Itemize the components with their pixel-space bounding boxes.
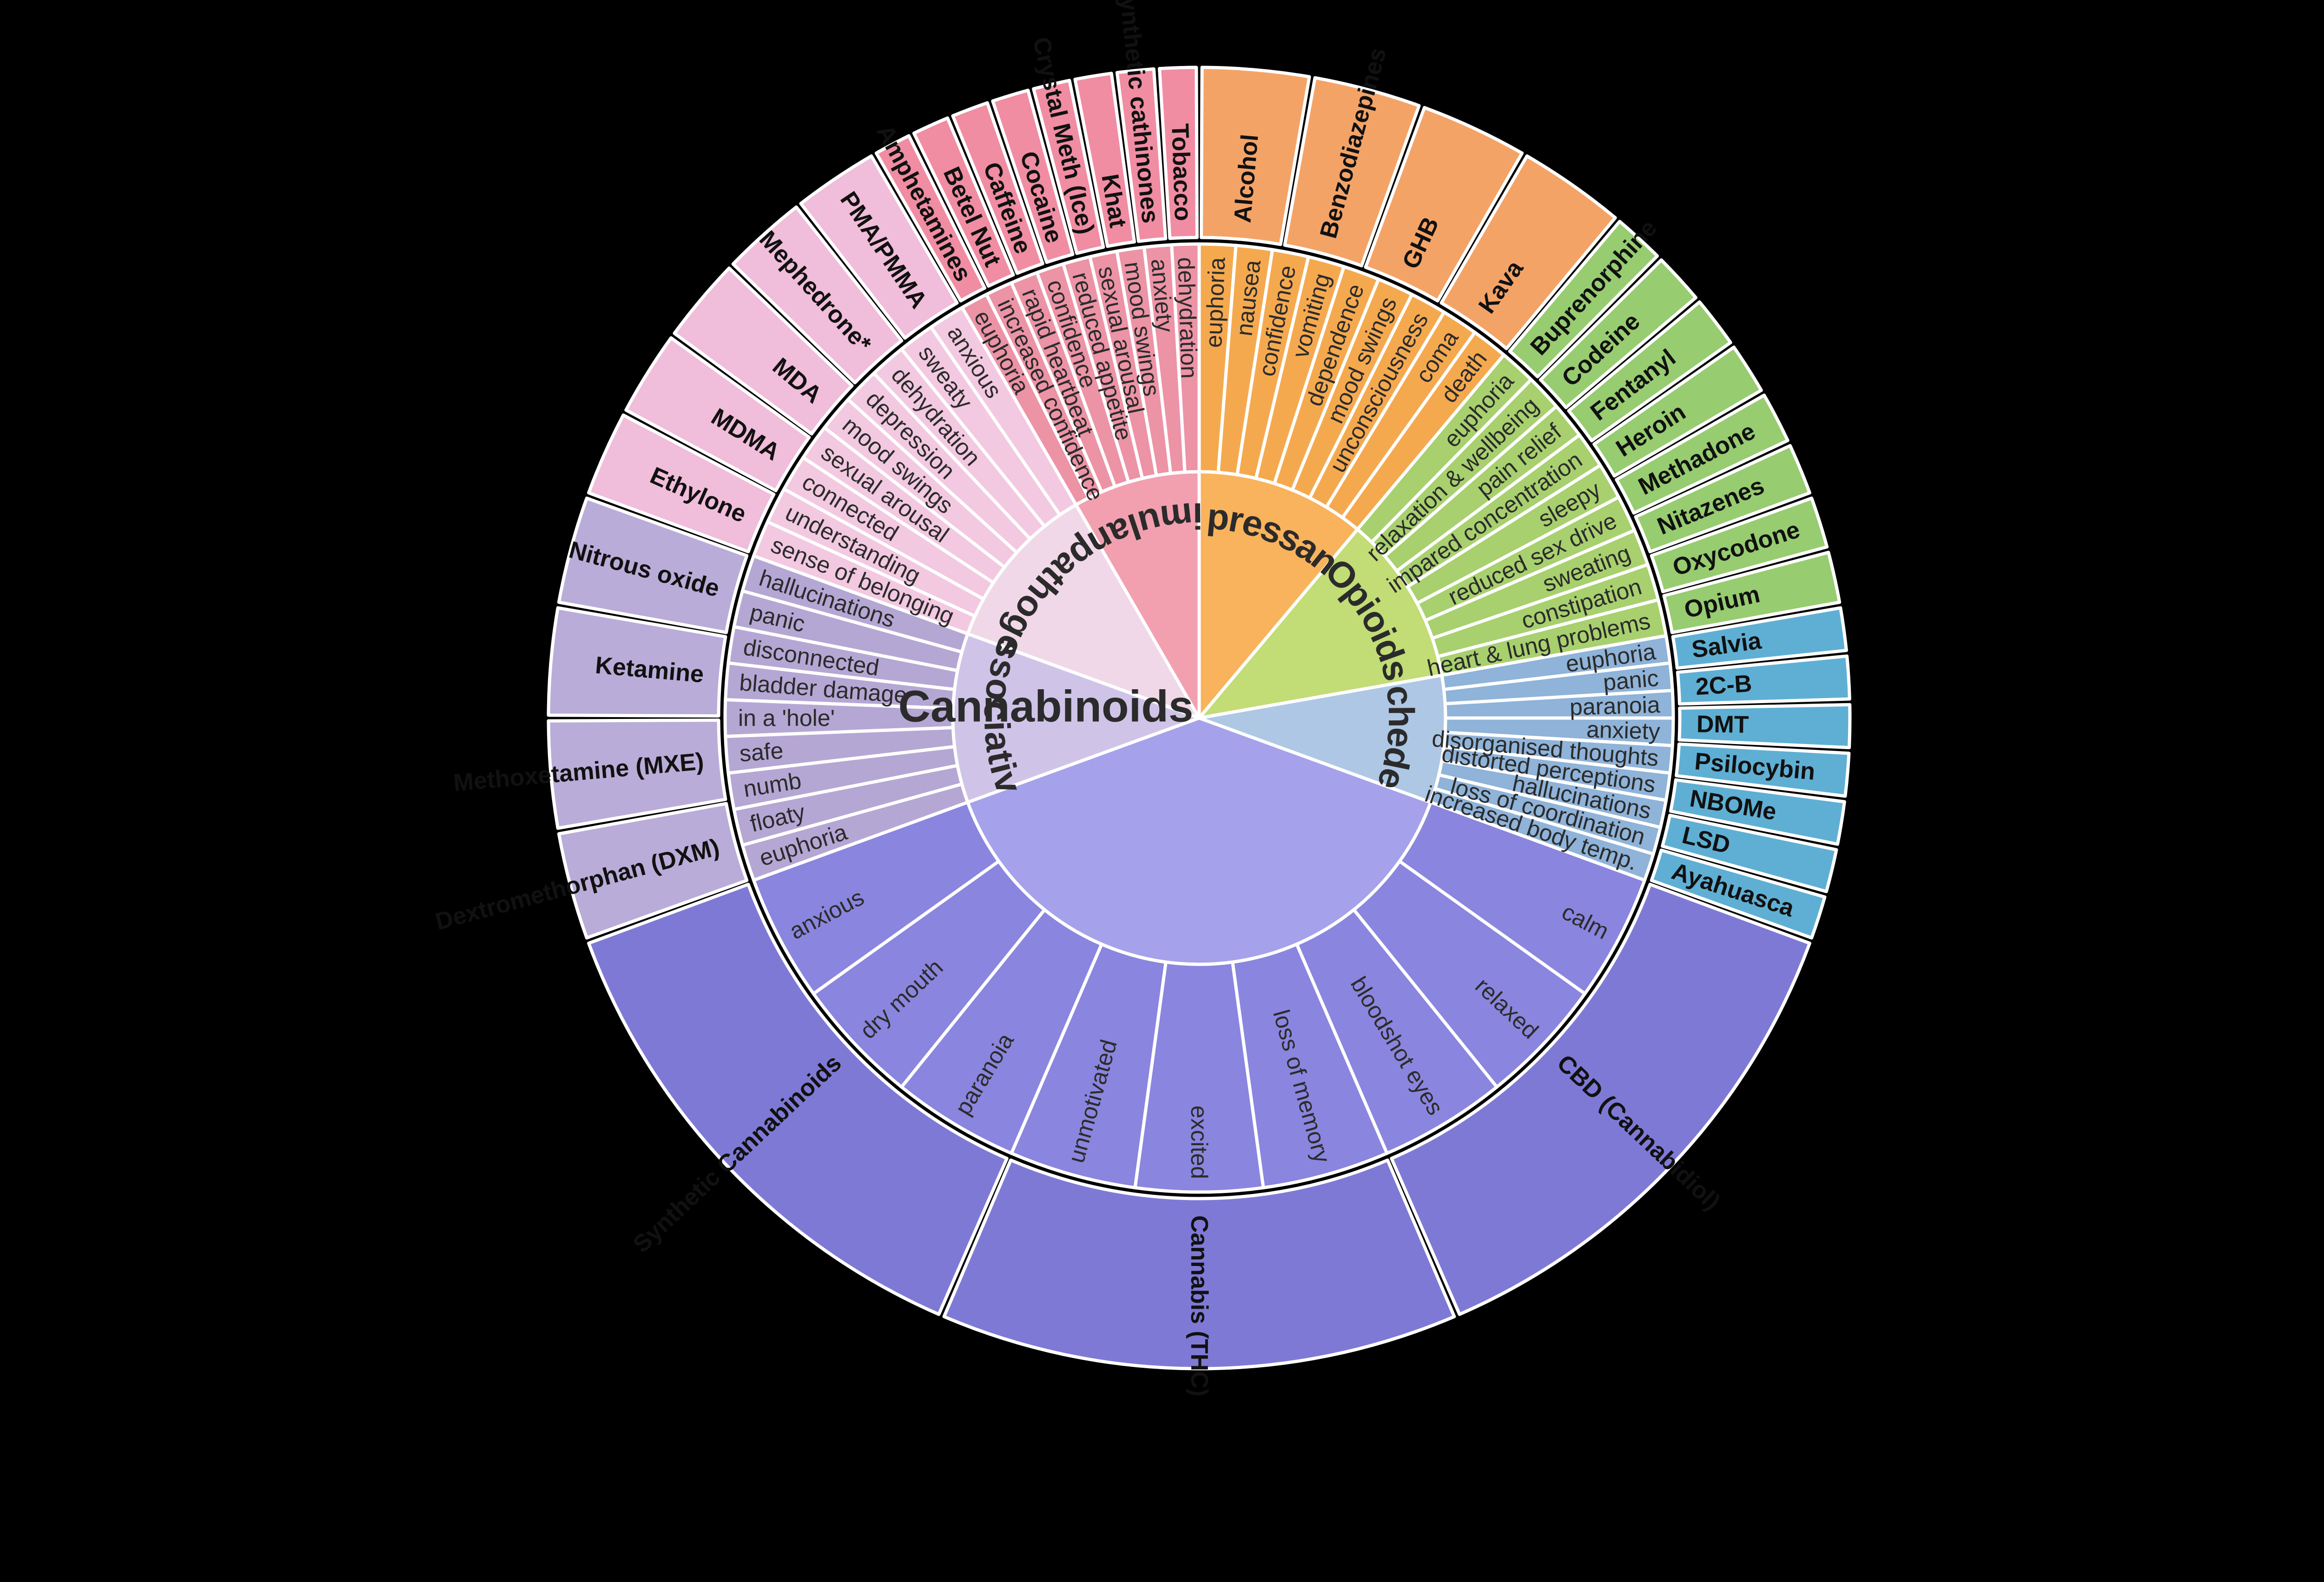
effect-label-psychedelics-3: anxiety bbox=[1586, 716, 1660, 745]
drug-label-cannabinoids-1: Cannabis (THC) bbox=[1186, 1215, 1213, 1397]
drug-wedge-psychedelics-1[interactable] bbox=[1676, 654, 1851, 706]
drug-wedge-depressants-2[interactable] bbox=[1364, 106, 1524, 303]
effect-label-depressants-0: euphoria bbox=[1201, 257, 1230, 348]
drug-wedge-empathogens-1[interactable] bbox=[624, 336, 811, 493]
drug-wedge-empathogens-3[interactable] bbox=[731, 205, 904, 384]
drug-wedge-psychedelics-6[interactable] bbox=[1650, 848, 1827, 940]
drug-wedge-stimulants-2[interactable] bbox=[951, 101, 1044, 275]
drug-wedge-cannabinoids-0[interactable] bbox=[1390, 883, 1811, 1316]
drug-wedge-empathogens-0[interactable] bbox=[587, 413, 776, 554]
drug-wedge-opioids-3[interactable] bbox=[1592, 345, 1763, 478]
drug-wedge-opioids-0[interactable] bbox=[1508, 219, 1659, 379]
effect-label-dissociatives-4: in a 'hole' bbox=[738, 705, 835, 731]
drug-wedge-depressants-1[interactable] bbox=[1283, 76, 1421, 268]
drug-wedge-cannabinoids-2[interactable] bbox=[587, 883, 1009, 1316]
effect-label-psychedelics-1: panic bbox=[1602, 665, 1660, 696]
drug-wedge-stimulants-3[interactable] bbox=[991, 88, 1075, 264]
drug-wedge-stimulants-7[interactable] bbox=[1158, 66, 1199, 240]
ring-group bbox=[547, 66, 1852, 1371]
drug-wedge-opioids-4[interactable] bbox=[1615, 393, 1789, 515]
center-category-label: Cannabinoids bbox=[898, 682, 1194, 732]
effect-wedge-psychedelics-8[interactable] bbox=[1429, 787, 1655, 882]
effect-label-psychedelics-2: paranoia bbox=[1569, 692, 1660, 720]
drug-wedge-opioids-7[interactable] bbox=[1662, 551, 1842, 634]
effect-label-stimulants-8: dehydration bbox=[1173, 257, 1202, 379]
drug-label-psychedelics-2: DMT bbox=[1697, 711, 1750, 738]
drug-wedge-cannabinoids-1[interactable] bbox=[942, 1158, 1456, 1371]
drug-wedge-empathogens-4[interactable] bbox=[799, 154, 959, 340]
drug-wedge-stimulants-6[interactable] bbox=[1115, 67, 1168, 243]
drug-wedge-stimulants-5[interactable] bbox=[1073, 72, 1136, 248]
effect-label-dissociatives-3: safe bbox=[739, 738, 785, 767]
drug-wedge-opioids-1[interactable] bbox=[1538, 258, 1698, 409]
drug-wedge-dissociatives-3[interactable] bbox=[557, 496, 749, 634]
effect-label-cannabinoids-4: excited bbox=[1186, 1106, 1212, 1179]
drug-wedge-psychedelics-0[interactable] bbox=[1671, 606, 1848, 670]
drug-wedge-dissociatives-1[interactable] bbox=[547, 718, 727, 830]
drug-wedge-opioids-6[interactable] bbox=[1650, 496, 1829, 593]
drug-wedge-empathogens-2[interactable] bbox=[673, 266, 854, 436]
drug-label-psychedelics-1: 2C-B bbox=[1695, 670, 1753, 700]
drug-wedge-stimulants-0[interactable] bbox=[874, 134, 987, 303]
drug-wedge-psychedelics-2[interactable] bbox=[1677, 703, 1852, 750]
drug-wedge-dissociatives-0[interactable] bbox=[557, 802, 749, 940]
effect-label-stimulants-7: anxiety bbox=[1146, 257, 1179, 333]
drug-label-stimulants-7: Tobacco bbox=[1166, 123, 1196, 222]
drug-wedge-psychedelics-3[interactable] bbox=[1675, 742, 1851, 798]
drug-wedge-psychedelics-5[interactable] bbox=[1661, 813, 1838, 893]
drug-wedge-stimulants-1[interactable] bbox=[912, 116, 1015, 288]
drug-wedge-opioids-2[interactable] bbox=[1567, 300, 1732, 442]
drug-wedge-depressants-3[interactable] bbox=[1439, 154, 1617, 350]
drug-wedge-psychedelics-4[interactable] bbox=[1669, 778, 1846, 846]
drug-wedge-dissociatives-2[interactable] bbox=[547, 606, 727, 718]
drug-wedge-stimulants-4[interactable] bbox=[1032, 79, 1105, 255]
drug-wedge-depressants-0[interactable] bbox=[1200, 66, 1311, 246]
drug-wedge-opioids-5[interactable] bbox=[1634, 444, 1811, 554]
